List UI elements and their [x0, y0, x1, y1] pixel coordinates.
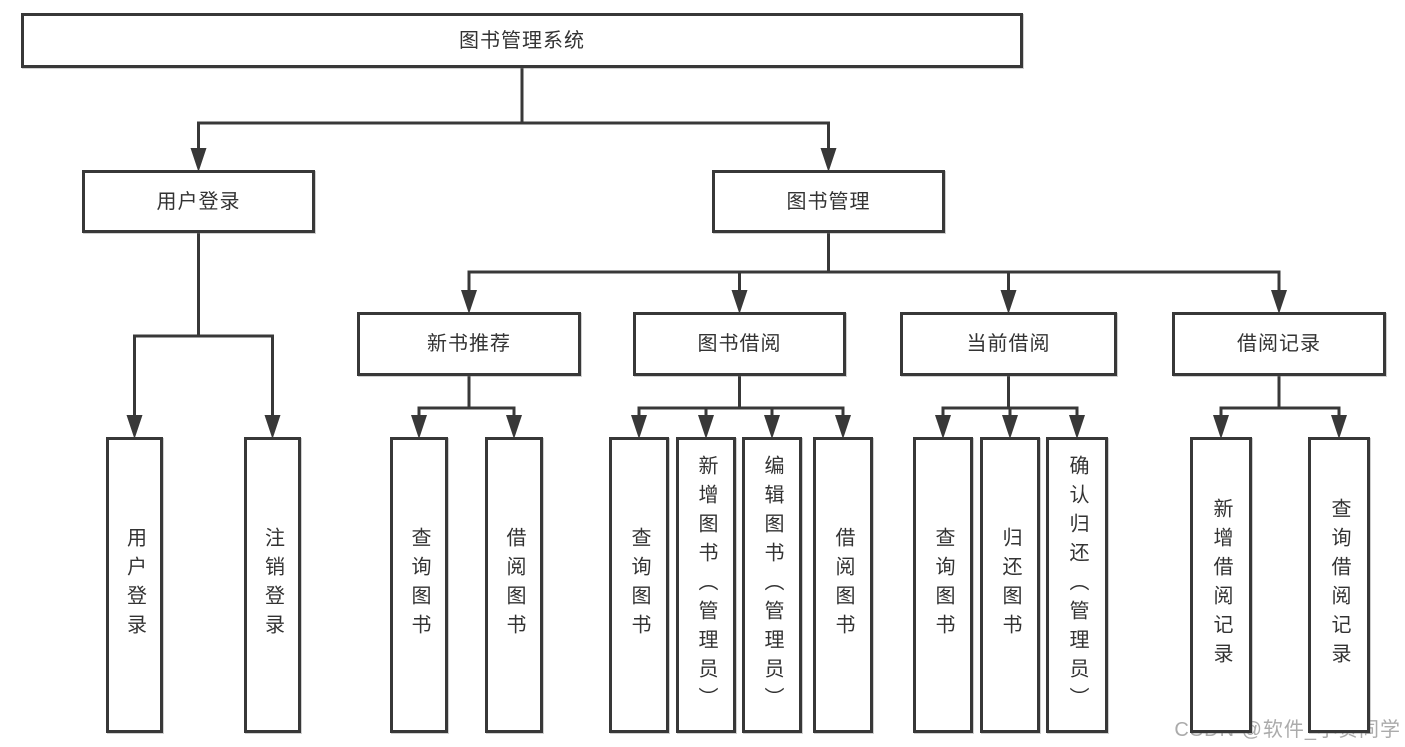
node-label-leaf-bb-query: 查询图书 [628, 527, 650, 643]
node-leaf-user-login: 用户登录 [106, 437, 163, 733]
node-leaf-logout: 注销登录 [244, 437, 301, 733]
node-label-leaf-cb-query: 查询图书 [932, 527, 954, 643]
node-label-current-borrow: 当前借阅 [966, 333, 1051, 355]
node-borrow-records: 借阅记录 [1172, 312, 1386, 376]
arrowhead-leaf-cb-confirm [1069, 415, 1085, 439]
edge-borrow-records [1219, 373, 1341, 421]
node-label-leaf-bb-edit: 编辑图书（管理员） [761, 454, 783, 716]
node-leaf-rec-query: 查询借阅记录 [1308, 437, 1370, 733]
node-label-leaf-cb-return: 归还图书 [999, 527, 1021, 643]
node-label-root: 图书管理系统 [459, 29, 585, 52]
node-label-book-mgmt: 图书管理 [786, 190, 871, 213]
node-label-leaf-nb-query: 查询图书 [408, 527, 430, 643]
node-leaf-nb-borrow: 借阅图书 [485, 437, 543, 733]
node-label-leaf-cb-confirm: 确认归还（管理员） [1066, 454, 1088, 716]
node-leaf-cb-return: 归还图书 [980, 437, 1040, 733]
arrowhead-current-borrow [1000, 290, 1017, 314]
arrowhead-borrow-records [1271, 290, 1287, 314]
node-leaf-cb-confirm: 确认归还（管理员） [1046, 437, 1108, 733]
node-label-leaf-logout: 注销登录 [261, 527, 284, 643]
edge-root [197, 65, 830, 154]
node-label-borrow-records: 借阅记录 [1237, 333, 1321, 355]
edge-book-mgmt [467, 230, 1281, 296]
node-leaf-bb-borrow: 借阅图书 [813, 437, 873, 733]
arrowhead-leaf-rec-add [1213, 415, 1229, 439]
arrowhead-leaf-logout [264, 415, 281, 439]
arrowhead-leaf-cb-return [1002, 415, 1018, 439]
arrowhead-user-login [190, 148, 207, 172]
node-leaf-bb-edit: 编辑图书（管理员） [742, 437, 802, 733]
node-leaf-nb-query: 查询图书 [390, 437, 448, 733]
node-label-leaf-user-login: 用户登录 [123, 527, 146, 643]
arrowhead-book-mgmt [820, 148, 837, 172]
node-label-leaf-bb-add: 新增图书（管理员） [695, 454, 717, 716]
edge-new-book-rec [417, 373, 516, 421]
edge-book-borrow [637, 373, 845, 421]
node-label-leaf-nb-borrow: 借阅图书 [503, 527, 525, 643]
node-label-new-book-rec: 新书推荐 [427, 333, 511, 355]
arrowhead-leaf-nb-query [411, 415, 427, 439]
node-label-leaf-rec-add: 新增借阅记录 [1210, 498, 1232, 672]
arrowhead-leaf-bb-borrow [835, 415, 851, 439]
node-current-borrow: 当前借阅 [900, 312, 1117, 376]
node-label-leaf-bb-borrow: 借阅图书 [832, 527, 854, 643]
arrowhead-leaf-rec-query [1331, 415, 1347, 439]
node-user-login: 用户登录 [82, 170, 315, 233]
node-label-leaf-rec-query: 查询借阅记录 [1328, 498, 1350, 672]
arrowhead-leaf-bb-edit [764, 415, 780, 439]
node-leaf-bb-add: 新增图书（管理员） [676, 437, 736, 733]
node-leaf-rec-add: 新增借阅记录 [1190, 437, 1252, 733]
arrowhead-leaf-nb-borrow [506, 415, 522, 439]
arrowhead-new-book-rec [461, 290, 477, 314]
arrowhead-leaf-cb-query [935, 415, 951, 439]
edge-current-borrow [941, 373, 1079, 421]
arrowhead-leaf-bb-add [698, 415, 714, 439]
node-book-borrow: 图书借阅 [633, 312, 846, 376]
node-new-book-rec: 新书推荐 [357, 312, 581, 376]
arrowhead-leaf-user-login [126, 415, 143, 439]
node-leaf-cb-query: 查询图书 [913, 437, 973, 733]
node-root: 图书管理系统 [21, 13, 1023, 68]
edge-user-login [133, 230, 274, 421]
node-label-book-borrow: 图书借阅 [697, 333, 782, 355]
node-book-mgmt: 图书管理 [712, 170, 945, 233]
arrowhead-leaf-bb-query [631, 415, 647, 439]
node-leaf-bb-query: 查询图书 [609, 437, 669, 733]
node-label-user-login: 用户登录 [156, 190, 241, 213]
arrowhead-book-borrow [731, 290, 748, 314]
